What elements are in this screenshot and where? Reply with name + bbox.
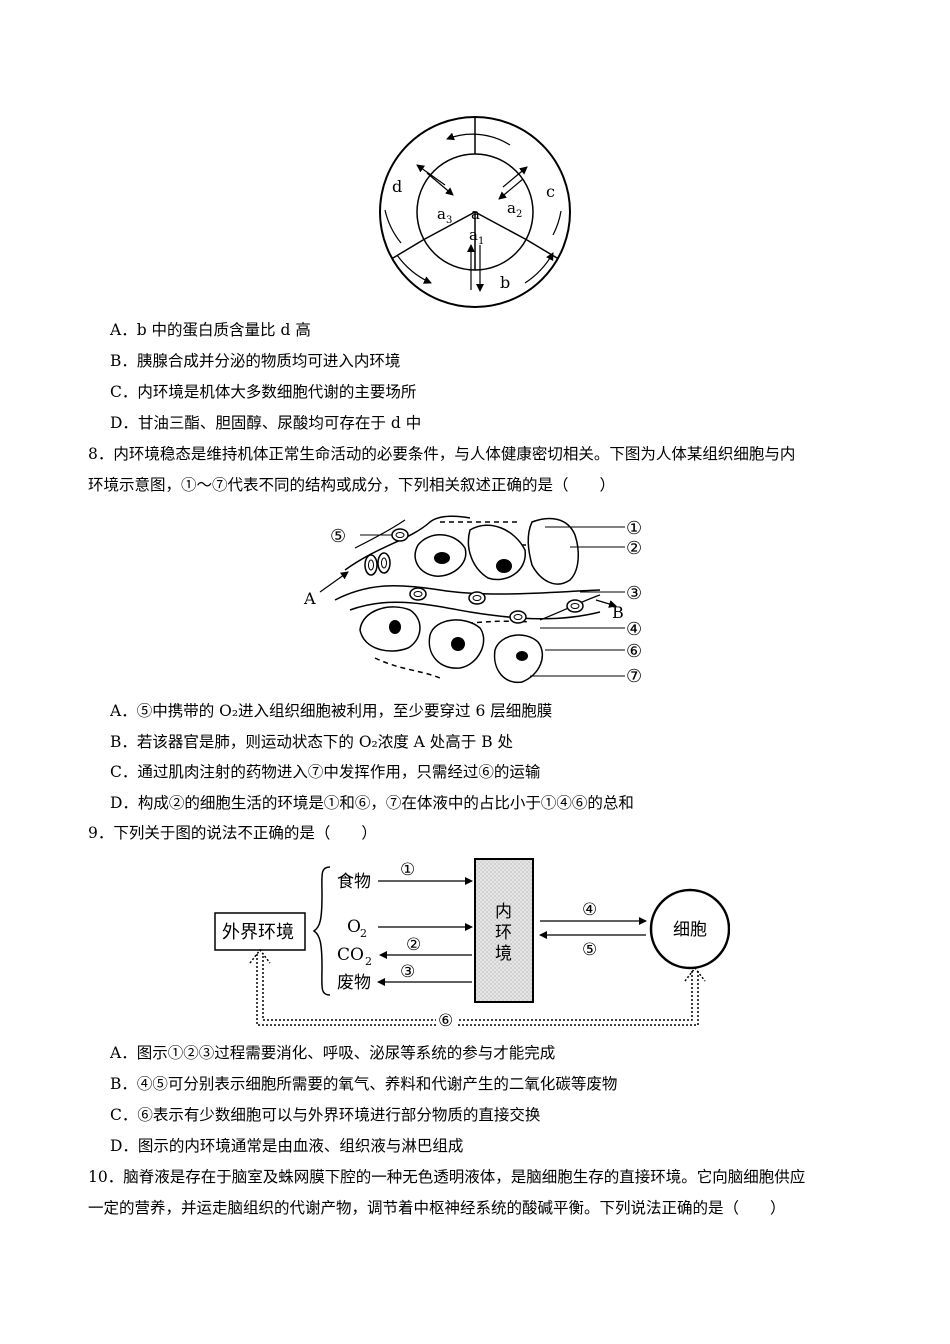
q8-option-b: B．若该器官是肺，则运动状态下的 O₂浓度 A 处高于 B 处 (110, 733, 514, 751)
label-a3: a (437, 205, 446, 223)
label-a2-sub: 2 (516, 209, 522, 220)
q9-option-b: B．④⑤可分别表示细胞所需要的氧气、养料和代谢产生的二氧化碳等废物 (110, 1075, 618, 1093)
cell-label: 细胞 (673, 920, 707, 940)
step-4-label: ④ (582, 900, 597, 920)
step-3-label: ③ (400, 962, 415, 982)
label-a: a (471, 205, 480, 223)
body-fluid-circle-diagram: a a 3 a 2 a 1 b c d (379, 116, 571, 308)
q10-stem-line1: 10．脑脊液是存在于脑室及蛛网膜下腔的一种无色透明液体，是脑细胞生存的直接环境。… (88, 1168, 806, 1186)
internal-env-char3: 境 (495, 944, 512, 964)
label-A: A (303, 589, 316, 608)
waste-label: 废物 (337, 973, 371, 993)
exchange-flow-diagram: 外界环境 食物 O 2 CO 2 废物 ① ② ③ 内 环 境 ④ ⑤ 细胞 (214, 858, 730, 1030)
tissue-environment-diagram: ⑤ ① ② ③ ④ ⑥ ⑦ A B (303, 515, 642, 687)
label-d: d (392, 177, 402, 196)
q9-option-c: C．⑥表示有少数细胞可以与外界环境进行部分物质的直接交换 (110, 1106, 541, 1124)
label-a1: a (469, 226, 478, 244)
internal-env-char1: 内 (495, 902, 512, 922)
label-4: ④ (626, 619, 642, 640)
step-6-label: ⑥ (438, 1011, 453, 1030)
q10-stem-line2: 一定的营养，并运走脑组织的代谢产物，调节着中枢神经系统的酸碱平衡。下列说法正确的… (88, 1199, 786, 1217)
label-b: b (500, 273, 510, 292)
label-5: ⑤ (330, 526, 346, 547)
step-2-label: ② (406, 935, 421, 955)
outer-environment-box (214, 912, 306, 951)
step-5-label: ⑤ (582, 940, 597, 960)
co2-label: CO (337, 945, 364, 965)
label-6: ⑥ (626, 641, 642, 662)
q8-option-c: C．通过肌肉注射的药物进入⑦中发挥作用，只需经过⑥的运输 (110, 763, 541, 781)
co2-sub: 2 (365, 955, 372, 968)
label-a3-sub: 3 (446, 215, 452, 226)
label-2: ② (626, 538, 642, 559)
o2-sub: 2 (360, 927, 367, 940)
q8-stem-line2: 环境示意图，①～⑦代表不同的结构或成分，下列相关叙述正确的是（ ） (88, 476, 616, 494)
internal-environment-box (474, 858, 534, 1003)
q9-option-d: D．图示的内环境通常是由血液、组织液与淋巴组成 (110, 1137, 464, 1155)
cell-circle (649, 888, 730, 970)
o2-label: O (347, 917, 361, 937)
q7-option-a: A．b 中的蛋白质含量比 d 高 (110, 321, 311, 339)
food-label: 食物 (337, 872, 371, 892)
label-c: c (546, 182, 555, 201)
q7-option-c: C．内环境是机体大多数细胞代谢的主要场所 (110, 383, 417, 401)
label-a2: a (507, 199, 516, 217)
q7-option-b: B．胰腺合成并分泌的物质均可进入内环境 (110, 352, 401, 370)
q7-option-d: D．甘油三酯、胆固醇、尿酸均可存在于 d 中 (110, 414, 422, 432)
q9-option-a: A．图示①②③过程需要消化、呼吸、泌尿等系统的参与才能完成 (110, 1044, 556, 1062)
label-7: ⑦ (626, 666, 642, 687)
step-1-label: ① (400, 860, 415, 880)
label-1: ① (626, 518, 642, 539)
q8-option-a: A．⑤中携带的 O₂进入组织细胞被利用，至少要穿过 6 层细胞膜 (110, 702, 553, 720)
q9-stem: 9．下列关于图的说法不正确的是（ ） (88, 824, 377, 842)
internal-env-char2: 环 (495, 923, 512, 943)
q8-stem-line1: 8．内环境稳态是维持机体正常生命活动的必要条件，与人体健康密切相关。下图为人体某… (88, 445, 796, 463)
q8-option-d: D．构成②的细胞生活的环境是①和⑥，⑦在体液中的占比小于①④⑥的总和 (110, 794, 634, 812)
label-3: ③ (626, 583, 642, 604)
outer-environment-label: 外界环境 (222, 922, 294, 943)
label-a1-sub: 1 (478, 236, 484, 247)
label-B: B (612, 603, 624, 622)
